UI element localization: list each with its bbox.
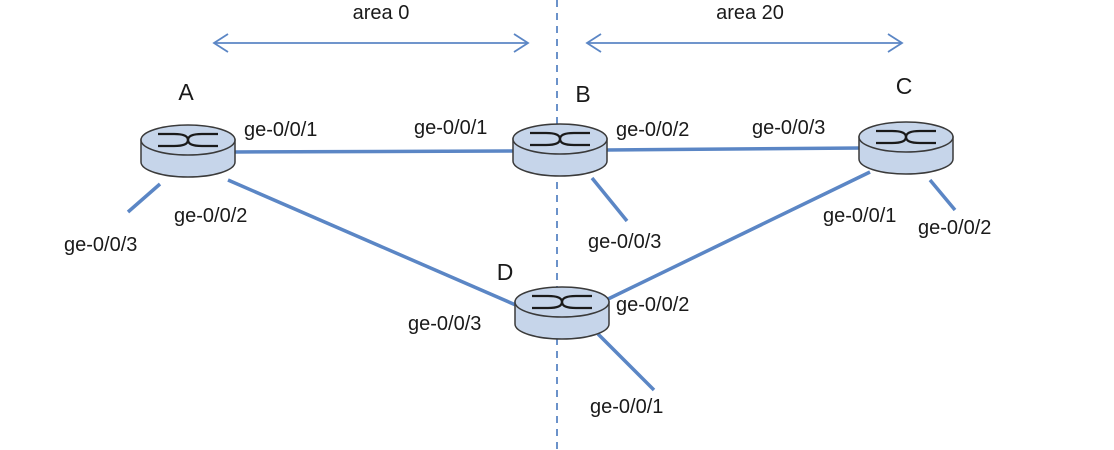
c-ge-0-0-1-label: ge-0/0/1 (823, 205, 896, 227)
area-0-label: area 0 (353, 2, 410, 24)
router-d-label: D (497, 259, 514, 285)
link-c-d (605, 170, 871, 302)
area-20-label: area 20 (716, 2, 784, 24)
a-ge-0-0-3-label: ge-0/0/3 (64, 234, 137, 256)
router-b-icon (512, 123, 608, 177)
c-ge-0-0-2-label: ge-0/0/2 (918, 217, 991, 239)
links (126, 146, 957, 392)
d-ge-0-0-1-label: ge-0/0/1 (590, 396, 663, 418)
router-d-icon (514, 286, 610, 340)
router-a-icon (140, 124, 236, 178)
link-b-c (605, 146, 863, 152)
a-ge-0-0-1-label: ge-0/0/1 (244, 119, 317, 141)
b-ge-0-0-3-label: ge-0/0/3 (588, 231, 661, 253)
stub-c-ge002 (928, 178, 957, 212)
router-b-label: B (575, 81, 590, 107)
router-c-icon (858, 121, 954, 175)
stub-d-ge001 (596, 332, 656, 392)
link-a-d (227, 178, 519, 308)
area-0-span-arrow (212, 33, 530, 53)
b-ge-0-0-2-label: ge-0/0/2 (616, 119, 689, 141)
a-ge-0-0-2-label: ge-0/0/2 (174, 205, 247, 227)
router-c-label: C (896, 73, 913, 99)
area-20-span-arrow (585, 33, 904, 53)
link-a-b (233, 149, 517, 154)
b-ge-0-0-1-label: ge-0/0/1 (414, 117, 487, 139)
d-ge-0-0-2-label: ge-0/0/2 (616, 294, 689, 316)
c-ge-0-0-3-label: ge-0/0/3 (752, 117, 825, 139)
d-ge-0-0-3-label: ge-0/0/3 (408, 313, 481, 335)
stub-a-ge003 (126, 182, 162, 214)
router-a-label: A (178, 79, 194, 105)
stub-b-ge003 (590, 176, 629, 223)
